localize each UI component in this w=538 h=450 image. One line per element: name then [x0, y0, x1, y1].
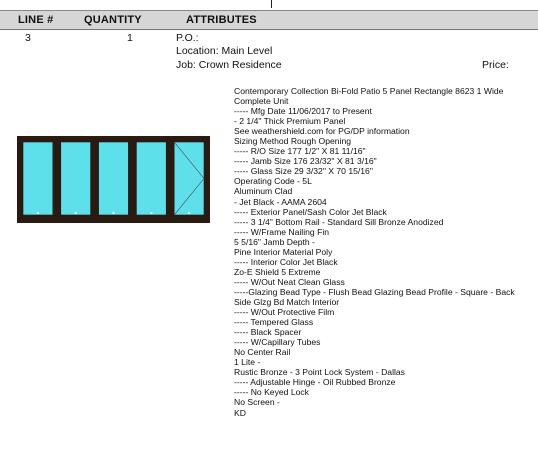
- glass-panel: [22, 141, 54, 216]
- description-line: No Center Rail: [234, 347, 291, 358]
- header-line-number: LINE #: [18, 14, 54, 26]
- po-label: P.O.:: [176, 32, 199, 44]
- description-line: ----- Glass Size 29 3/32" X 70 15/16": [234, 166, 373, 177]
- swing-indicator: [173, 141, 205, 216]
- description-line: See weathershield.com for PG/DP informat…: [234, 126, 410, 137]
- panel-bottom-tick: [36, 212, 39, 214]
- description-line: Sizing Method Rough Opening: [234, 136, 352, 147]
- glass-panel: [60, 141, 91, 216]
- panel-bottom-tick: [188, 212, 191, 214]
- description-line: ----- No Keyed Lock: [234, 387, 309, 398]
- description-line: ----- R/O Size 177 1/2" X 81 11/16": [234, 146, 366, 157]
- description-line: 1 Lite -: [234, 357, 261, 368]
- description-line: Contemporary Collection Bi-Fold Patio 5 …: [234, 86, 504, 96]
- description-line: Complete Unit: [234, 96, 289, 107]
- job-text: Job: Crown Residence: [176, 59, 282, 71]
- description-line: ----- 3 1/4" Bottom Rail - Standard Sill…: [234, 216, 444, 227]
- description-line: 5 5/16" Jamb Depth -: [234, 236, 315, 247]
- description-line: No Screen -: [234, 397, 280, 408]
- description-line: Aluminum Clad: [234, 186, 293, 197]
- description-line: ----- Jamb Size 176 23/32" X 81 3/16": [234, 156, 377, 167]
- description-line: - Jet Black - AAMA 2604: [234, 196, 327, 207]
- table-divider-stub: [271, 0, 272, 8]
- description-line: ----- Mfg Date 11/06/2017 to Present: [234, 106, 372, 117]
- product-description: Contemporary Collection Bi-Fold Patio 5 …: [234, 86, 534, 418]
- description-line: KD: [234, 407, 246, 418]
- description-line: ----- Black Spacer: [234, 327, 302, 338]
- description-line: - 2 1/4" Thick Premium Panel: [234, 116, 346, 127]
- description-line: ----- Tempered Glass: [234, 317, 314, 328]
- description-line: Pine Interior Material Poly: [234, 246, 333, 257]
- header-attributes: ATTRIBUTES: [186, 14, 257, 26]
- location-text: Location: Main Level: [176, 45, 273, 57]
- description-line: ----- W/Out Neat Clean Glass: [234, 276, 345, 287]
- description-line: ----- Exterior Panel/Sash Color Jet Blac…: [234, 206, 387, 217]
- price-label: Price:: [482, 59, 509, 71]
- panel-group: [22, 141, 205, 216]
- description-line: ----- W/Frame Nailing Fin: [234, 226, 330, 237]
- panel-bottom-tick: [74, 212, 77, 214]
- description-line: -----Glazing Bead Type - Flush Bead Glaz…: [234, 286, 515, 297]
- window-unit-diagram: [17, 136, 210, 223]
- header-quantity: QUANTITY: [84, 14, 142, 26]
- panel-bottom-tick: [150, 212, 153, 214]
- description-line: ----- Adjustable Hinge - Oil Rubbed Bron…: [234, 377, 396, 388]
- description-line: Zo-E Shield 5 Extreme: [234, 266, 321, 277]
- glass-panel: [136, 141, 167, 216]
- description-line: ----- W/Out Protective Film: [234, 307, 335, 318]
- table-header: LINE # QUANTITY ATTRIBUTES: [0, 10, 538, 30]
- panel-bottom-tick: [112, 212, 115, 214]
- description-line: ----- Interior Color Jet Black: [234, 256, 338, 267]
- description-line: Operating Code - 5L: [234, 176, 312, 187]
- glass-panel: [98, 141, 129, 216]
- quantity-value: 1: [127, 32, 133, 44]
- description-line: Rustic Bronze - 3 Point Lock System - Da…: [234, 367, 405, 378]
- description-line: ----- W/Capillary Tubes: [234, 337, 321, 348]
- glass-panel: [173, 141, 205, 216]
- line-number: 3: [25, 32, 31, 44]
- description-line: Side Glzg Bd Match Interior: [234, 296, 340, 307]
